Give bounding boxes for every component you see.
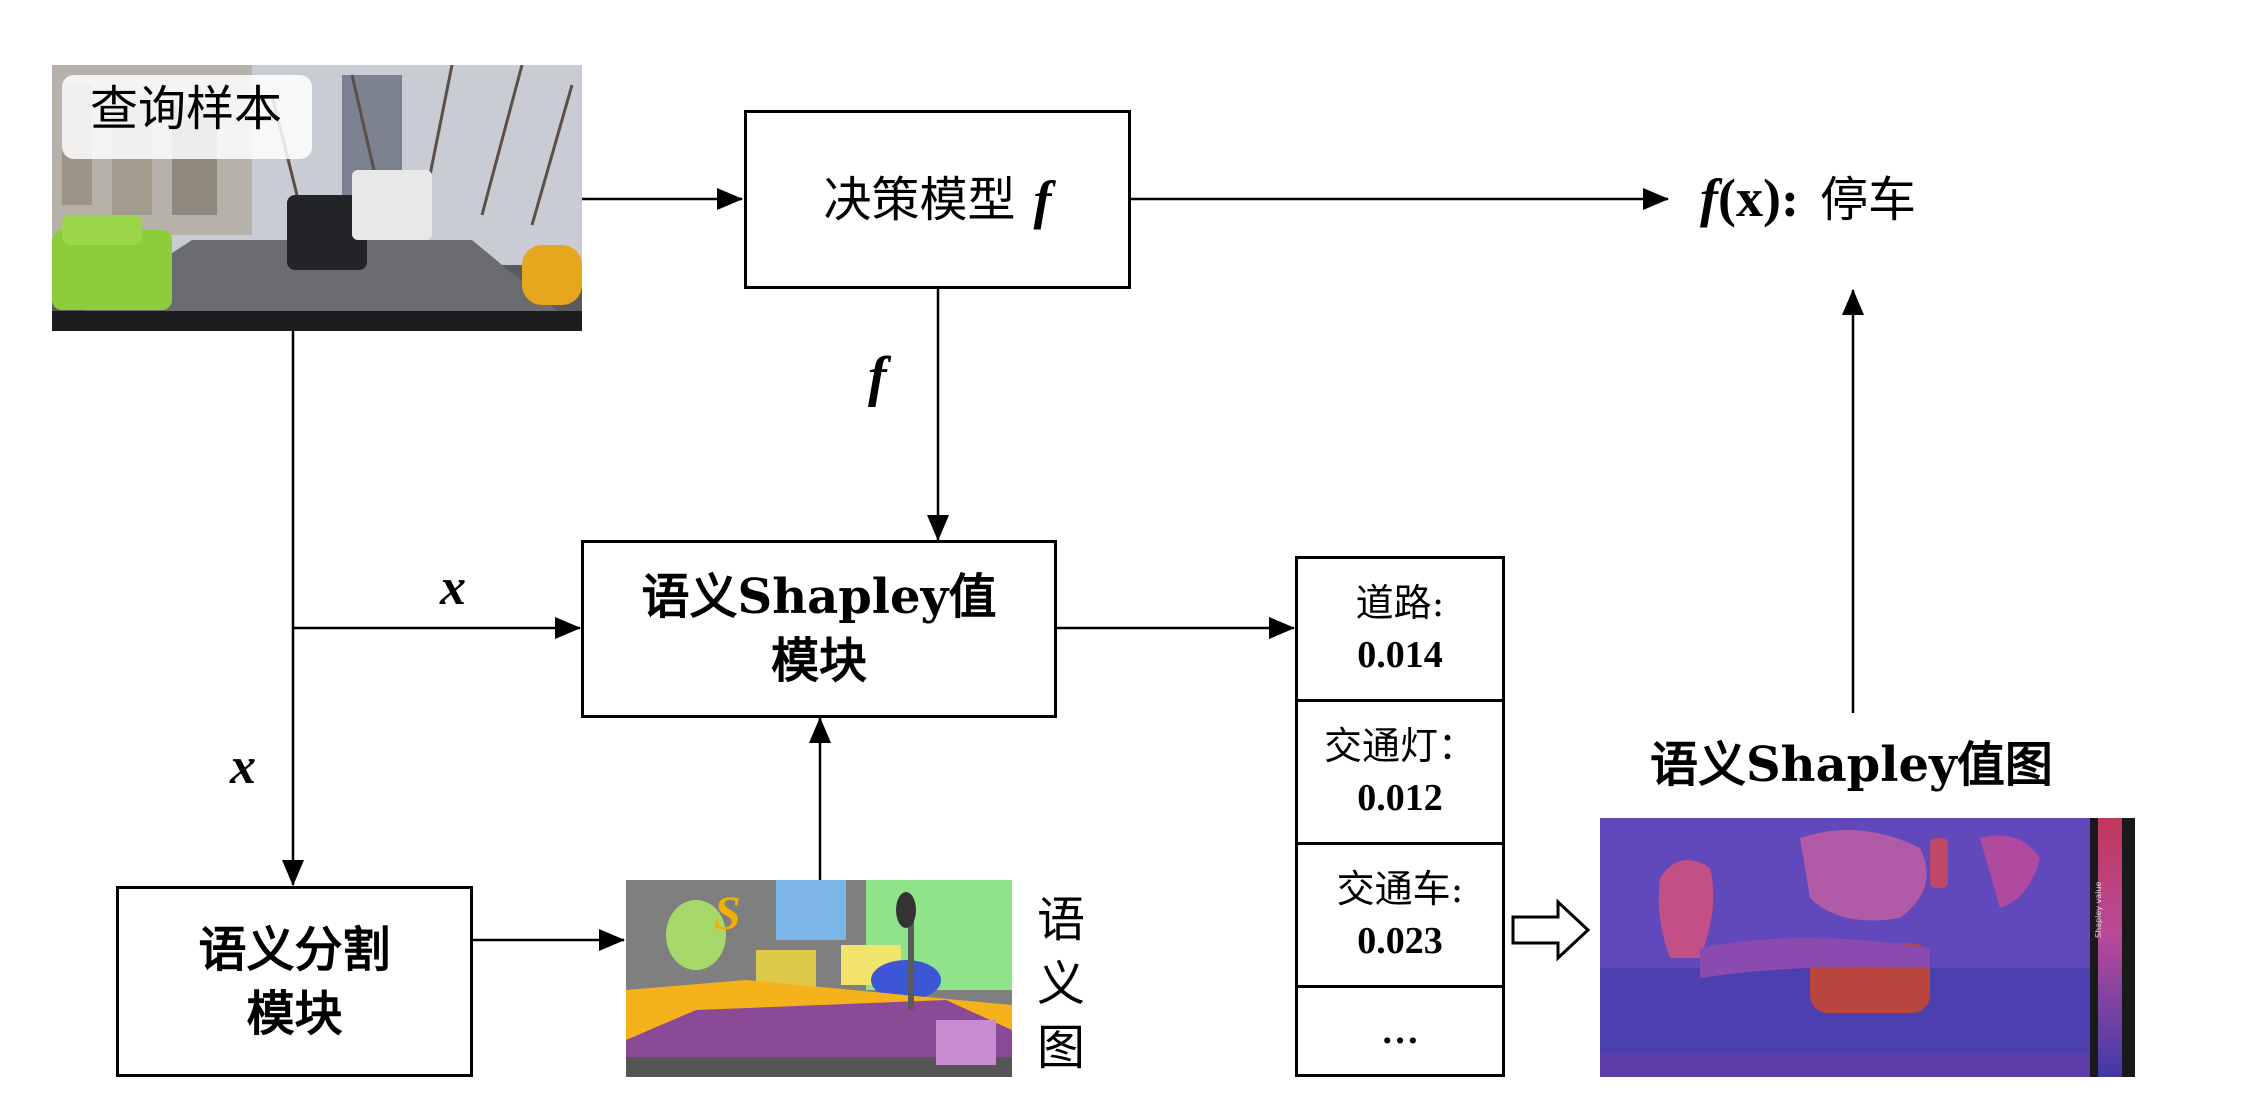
output-func: f [1700,168,1718,228]
value-item-name: … [1381,1010,1419,1052]
edge-label-f: f [868,346,887,408]
shapley-value-list: 道路: 0.014 交通灯： 0.012 交通车: 0.023 … [1295,556,1505,1077]
colorbar-label: Shapley value [2094,881,2103,938]
shapley-module-line2: 模块 [770,633,867,689]
value-item-name: 交通车: [1336,867,1464,911]
value-item-traffic-light: 交通灯： 0.012 [1298,702,1502,845]
semantic-map-label-char-1: 语 [1036,892,1085,948]
shapley-map-title: 语义Shapley值图 [1650,737,2053,793]
hollow-arrow [1511,898,1591,962]
output-arg: (x) [1717,168,1781,228]
semantic-shapley-module-box: 语义Shapley值 模块 [581,540,1057,718]
decision-model-symbol: f [1033,169,1052,230]
value-item-road: 道路: 0.014 [1298,559,1502,702]
model-output: f(x): 停车 [1700,166,1916,232]
seg-module-line1: 语义分割 [198,921,391,978]
value-item-number: 0.023 [1357,920,1443,962]
shapley-map-image: Shapley value [1600,818,2135,1077]
edge-label-x-mid: x [440,559,466,616]
value-item-name: 交通灯： [1323,724,1476,768]
segmentation-badge: S [714,887,741,940]
edge-label-x-left: x [230,738,256,795]
semantic-map-label-char-3: 图 [1036,1020,1085,1076]
value-item-number: 0.014 [1357,634,1443,676]
seg-module-line2: 模块 [246,985,343,1042]
decision-model-box: 决策模型 f [744,110,1131,289]
semantic-seg-module-box: 语义分割 模块 [116,886,473,1077]
shapley-heatmap [1600,818,2135,1077]
output-value: 停车 [1819,172,1916,228]
value-item-number: 0.012 [1357,777,1443,819]
output-sep: : [1780,172,1799,228]
value-item-ellipsis: … [1298,988,1502,1074]
semantic-map-image: S [626,880,1012,1077]
street-scene-image [52,64,582,331]
semantic-map-label: 语 义 图 [1036,888,1086,1080]
value-item-name: 道路: [1355,581,1445,625]
segmentation-map [626,880,1012,1077]
semantic-map-label-char-2: 义 [1036,956,1085,1012]
query-sample-label: 查询样本 [90,81,283,137]
decision-model-label: 决策模型 [823,171,1016,228]
shapley-module-line1: 语义Shapley值 [641,569,997,625]
query-sample-photo: 查询样本 [52,64,582,331]
value-item-vehicle: 交通车: 0.023 [1298,845,1502,988]
